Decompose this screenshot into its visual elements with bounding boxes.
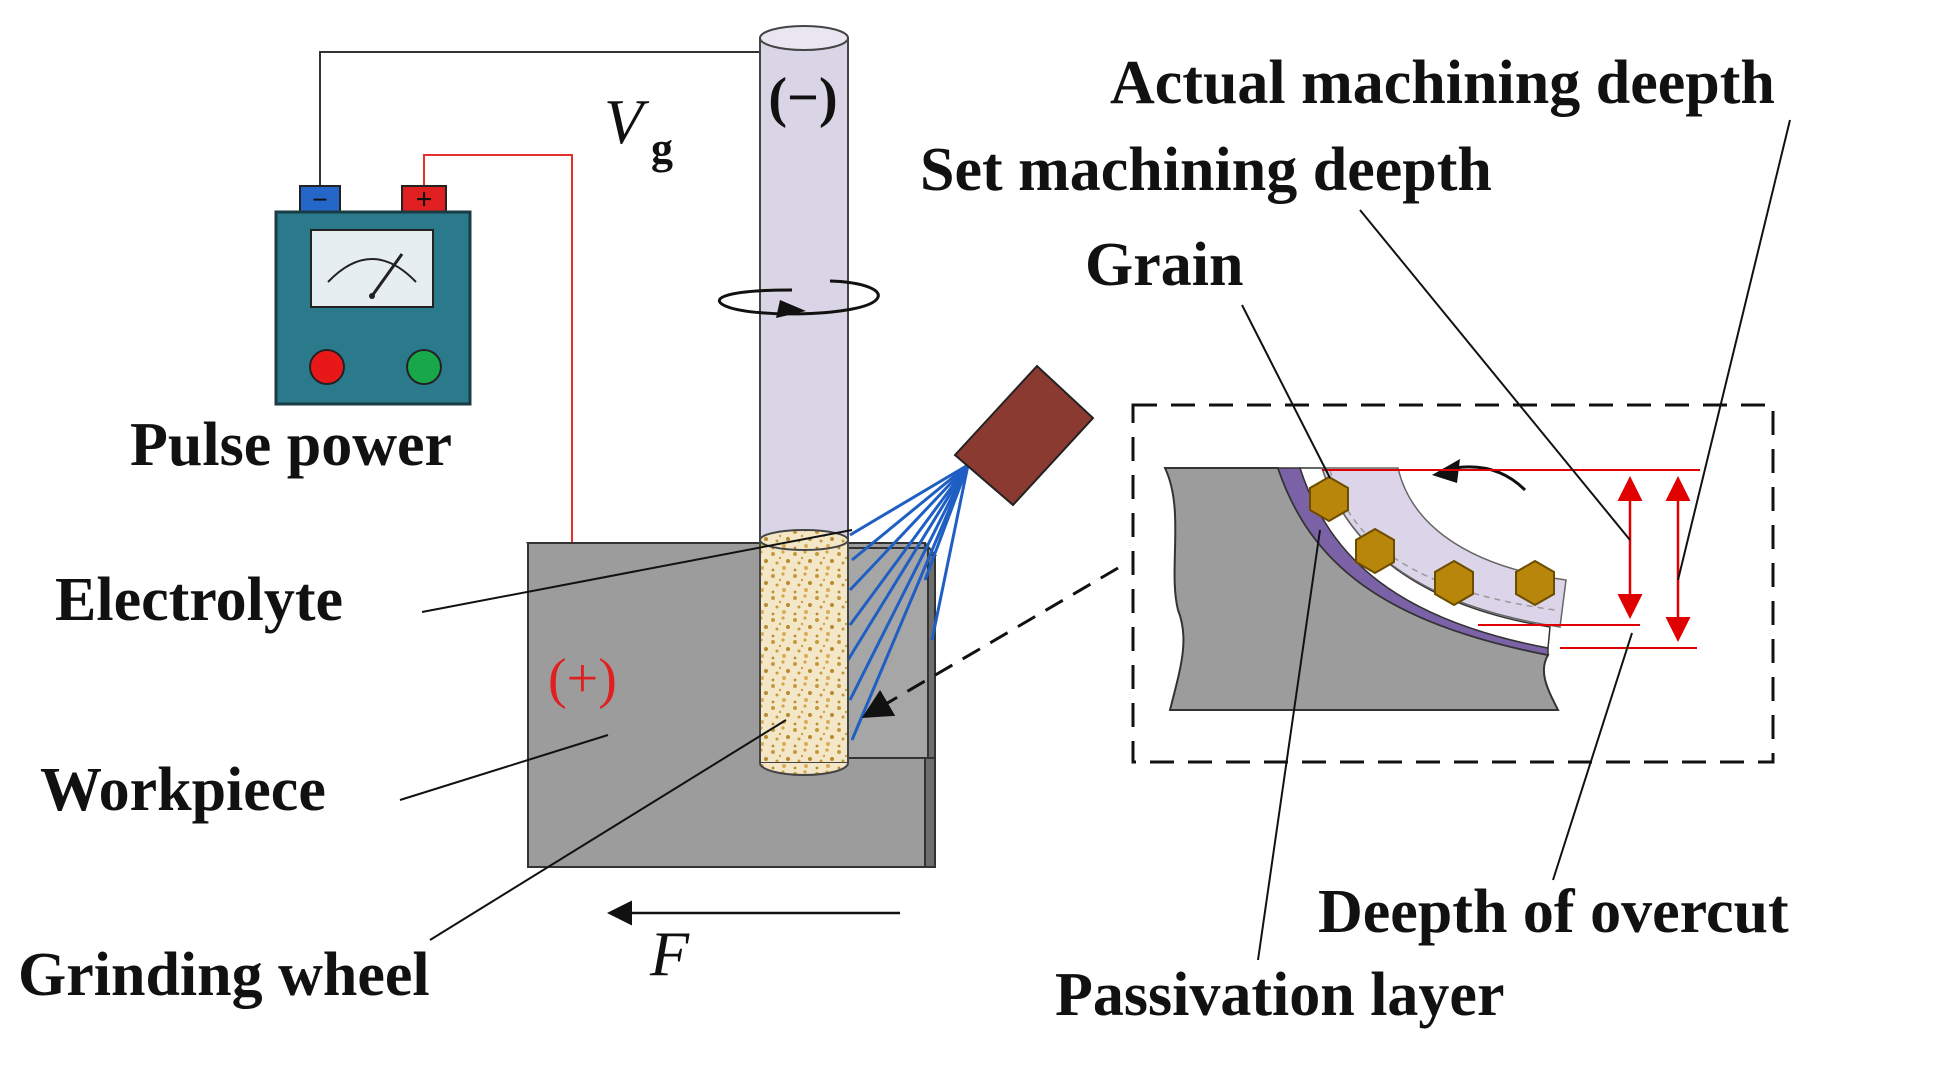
velocity-symbol: V [604,86,650,157]
passivation-leader [1257,529,1321,961]
wires [319,51,760,543]
grain-label: Grain [1085,231,1243,299]
grinding-wheel-leader [429,719,787,941]
positive-terminal-sign: + [415,183,432,216]
electrolyte-label: Electrolyte [55,566,343,634]
zoom-frame [1131,403,1775,764]
positive-wire [423,154,573,543]
grain-2 [1355,527,1395,575]
negative-wire [319,51,760,190]
depth-reference-lines [1322,469,1700,649]
abrasive-layer [759,539,849,764]
workpiece [525,542,938,868]
grain-1 [1309,475,1349,523]
grinding-wheel-label: Grinding wheel [18,941,430,1009]
pulse-power-label: Pulse power [130,411,452,479]
set-depth-label: Set machining deepth [920,136,1492,204]
tool-top-face [759,25,849,51]
grain-4 [1515,559,1555,607]
overcut-leader [1552,632,1633,881]
anode-sign: (+) [548,648,617,710]
cathode-sign: (−) [768,67,837,129]
rotation-arrow-icon [717,279,880,318]
workpiece-label: Workpiece [40,756,326,824]
overcut-label: Deepth of overcut [1318,878,1789,946]
grinding-wheel [759,25,849,776]
workpiece-leader [399,734,609,801]
negative-terminal-sign: − [312,185,328,216]
velocity-subscript: g [651,124,673,173]
pulse-power-supply: − + [274,183,472,406]
positive-terminal [401,185,447,213]
zoom-detail-panel [1131,403,1775,764]
actual-depth-label: Actual machining deepth [1110,49,1775,117]
green-indicator-light [406,349,442,385]
feed-symbol: F [649,918,690,989]
electrolyte-leader [421,529,853,613]
actual-depth-leader [1677,119,1791,581]
electrolyte-jet [846,463,970,741]
red-indicator-light [309,349,345,385]
zoom-pointer [861,566,1119,719]
electrolyte-nozzle [953,364,1095,507]
set-depth-leader [1359,209,1631,541]
grain-3 [1434,559,1474,607]
abrasive-grains [1309,475,1555,607]
tool-shank [759,37,849,549]
grain-leader [1241,304,1331,479]
passivation-label: Passivation layer [1055,961,1504,1029]
ammeter-dial-icon [310,229,434,308]
